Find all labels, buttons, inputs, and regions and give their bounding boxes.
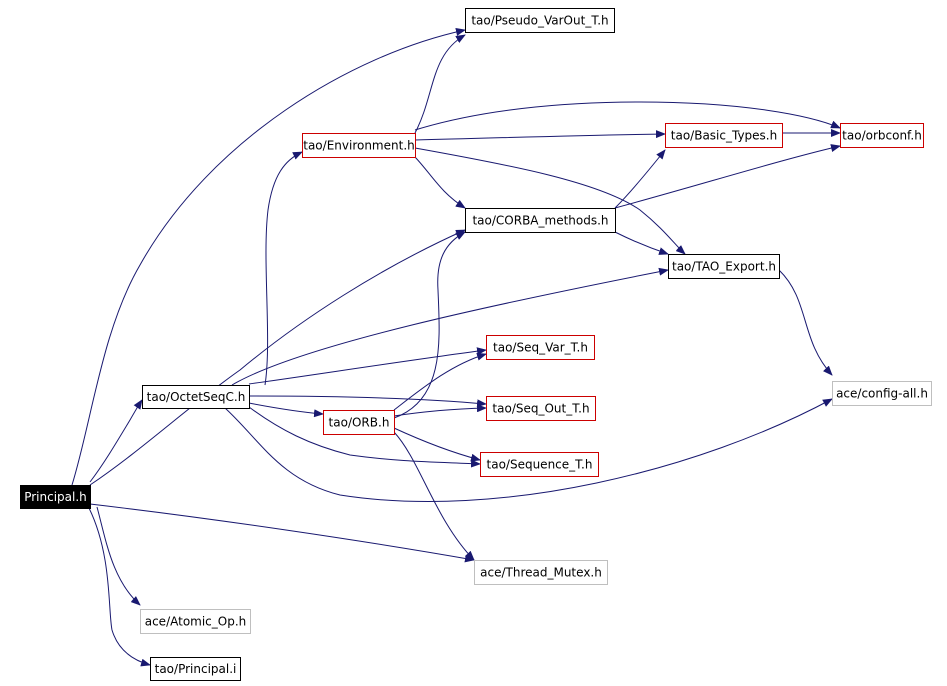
edge-environment-to-orbconf	[414, 101, 841, 131]
node-box-atomic_op	[140, 609, 251, 634]
node-label-basic_types: tao/Basic_Types.h	[671, 129, 777, 143]
node-box-principal	[20, 485, 91, 509]
edge-principal-to-pseudo_varout	[71, 28, 466, 486]
node-corba_methods[interactable]: tao/CORBA_methods.h	[465, 208, 616, 233]
node-orbconf[interactable]: tao/orbconf.h	[840, 123, 924, 148]
node-sequence_t[interactable]: tao/Sequence_T.h	[480, 452, 599, 477]
edge-principal-to-thread_mutex	[89, 503, 475, 563]
node-seq_out[interactable]: tao/Seq_Out_T.h	[486, 396, 596, 421]
edge-orb-to-thread_mutex	[393, 431, 475, 561]
node-octetseqc[interactable]: tao/OctetSeqC.h	[142, 385, 250, 409]
node-label-config_all: ace/config-all.h	[836, 387, 928, 401]
node-box-seq_out	[486, 396, 596, 421]
node-label-environment: tao/Environment.h	[303, 139, 415, 153]
node-thread_mutex[interactable]: ace/Thread_Mutex.h	[474, 560, 608, 585]
node-box-octetseqc	[142, 385, 250, 409]
node-box-tao_export	[668, 254, 780, 279]
node-label-principal: Principal.h	[24, 490, 87, 504]
edge-orb-to-seq_var	[393, 352, 487, 411]
node-label-principal_i: tao/Principal.i	[155, 662, 237, 676]
node-orb[interactable]: tao/ORB.h	[323, 410, 395, 435]
node-box-corba_methods	[465, 208, 616, 233]
node-basic_types[interactable]: tao/Basic_Types.h	[665, 123, 783, 148]
edge-octetseqc-to-seq_var	[248, 347, 487, 385]
edge-environment-to-corba_methods	[414, 156, 466, 209]
node-box-orbconf	[840, 123, 924, 148]
node-box-environment	[302, 133, 416, 158]
edge-orb-to-seq_out	[393, 404, 487, 417]
edge-octetseqc-to-orb	[248, 402, 324, 418]
node-label-octetseqc: tao/OctetSeqC.h	[147, 390, 246, 404]
node-label-seq_out: tao/Seq_Out_T.h	[492, 402, 589, 416]
edge-octetseqc-to-seq_out	[248, 395, 487, 408]
edge-corba_methods-to-orbconf	[614, 144, 841, 209]
edge-octetseqc-to-sequence_t	[248, 406, 481, 468]
node-principal_i[interactable]: tao/Principal.i	[150, 657, 241, 681]
node-tao_export[interactable]: tao/TAO_Export.h	[668, 254, 780, 279]
node-box-principal_i	[150, 657, 241, 681]
node-pseudo_varout[interactable]: tao/Pseudo_VarOut_T.h	[465, 8, 615, 33]
node-box-config_all	[832, 381, 932, 406]
node-label-sequence_t: tao/Sequence_T.h	[487, 458, 593, 472]
node-box-pseudo_varout	[465, 8, 615, 33]
node-box-seq_var	[486, 335, 595, 360]
node-label-thread_mutex: ace/Thread_Mutex.h	[480, 566, 602, 580]
node-seq_var[interactable]: tao/Seq_Var_T.h	[486, 335, 595, 360]
node-label-tao_export: tao/TAO_Export.h	[672, 260, 776, 274]
edge-tao_export-to-config_all	[778, 269, 833, 376]
edge-corba_methods-to-tao_export	[614, 231, 669, 255]
edge-octetseqc-to-tao_export	[231, 267, 669, 386]
edge-octetseqc-to-environment	[264, 151, 303, 386]
node-label-pseudo_varout: tao/Pseudo_VarOut_T.h	[471, 14, 608, 28]
node-box-thread_mutex	[474, 560, 608, 585]
edge-environment-to-pseudo_varout	[414, 34, 466, 134]
node-label-seq_var: tao/Seq_Var_T.h	[493, 341, 588, 355]
node-label-atomic_op: ace/Atomic_Op.h	[145, 615, 247, 629]
node-label-orb: tao/ORB.h	[329, 416, 390, 430]
node-environment[interactable]: tao/Environment.h	[302, 133, 416, 158]
node-principal[interactable]: Principal.h	[20, 485, 91, 509]
edge-orb-to-corba_methods	[393, 231, 466, 419]
node-box-sequence_t	[480, 452, 599, 477]
node-box-basic_types	[665, 123, 783, 148]
node-label-corba_methods: tao/CORBA_methods.h	[472, 214, 608, 228]
edge-environment-to-tao_export	[414, 147, 686, 255]
edges-layer	[71, 28, 841, 667]
edge-corba_methods-to-basic_types	[614, 149, 666, 209]
nodes-layer: Principal.h tao/OctetSeqC.h tao/Pseudo_Var…	[20, 8, 932, 681]
node-atomic_op[interactable]: ace/Atomic_Op.h	[140, 609, 251, 634]
node-box-orb	[323, 410, 395, 435]
node-config_all[interactable]: ace/config-all.h	[832, 381, 932, 406]
node-label-orbconf: tao/orbconf.h	[842, 129, 922, 143]
edge-octetseqc-to-config_all	[224, 398, 833, 503]
edge-principal-to-atomic_op	[96, 506, 141, 606]
edge-orb-to-sequence_t	[393, 427, 481, 462]
edge-environment-to-basic_types	[414, 130, 666, 141]
edge-principal-to-octetseqc	[89, 399, 143, 483]
edge-principal-to-corba_methods	[89, 229, 466, 486]
edge-principal-to-principal_i	[88, 507, 151, 667]
